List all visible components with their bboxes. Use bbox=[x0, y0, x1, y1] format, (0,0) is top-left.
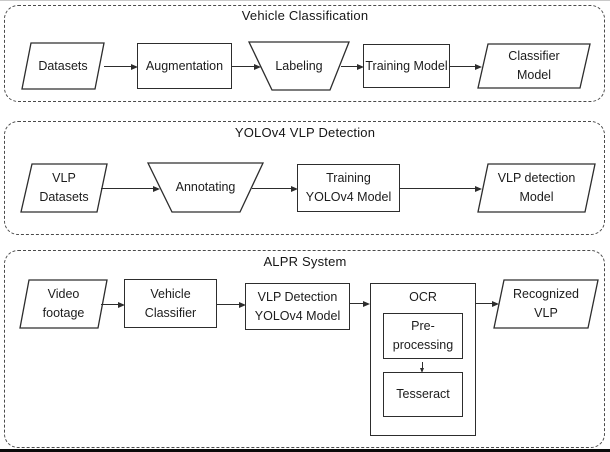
node-label: VLP Detection YOLOv4 Model bbox=[254, 289, 341, 323]
flow-arrow bbox=[101, 301, 125, 308]
node-video-footage: Video footage bbox=[19, 279, 108, 329]
trapezoid-shape bbox=[146, 162, 265, 213]
node-labeling: Labeling bbox=[247, 41, 350, 91]
parallelogram-shape bbox=[21, 42, 105, 90]
node-tesseract: Tesseract bbox=[383, 372, 463, 417]
top-border-line bbox=[0, 0, 610, 1]
parallelogram-shape bbox=[493, 279, 599, 329]
flow-arrow bbox=[232, 63, 261, 70]
flow-arrow bbox=[400, 185, 482, 192]
node-training-model: Training Model bbox=[363, 44, 450, 88]
node-augmentation: Augmentation bbox=[137, 43, 232, 89]
down-arrow bbox=[419, 362, 424, 373]
node-label: Labeling bbox=[275, 58, 323, 73]
flow-arrow bbox=[450, 63, 482, 70]
node-label: Classifier Model bbox=[508, 49, 560, 82]
parallelogram-shape bbox=[477, 163, 596, 213]
ocr-label: OCR bbox=[409, 290, 437, 304]
flow-arrow bbox=[350, 300, 370, 307]
section-vehicle-classification bbox=[4, 5, 605, 102]
flow-arrow bbox=[341, 63, 364, 70]
node-label: Vehicle Classifier bbox=[144, 286, 197, 320]
parallelogram-shape bbox=[19, 279, 108, 329]
node-vlp-detection-yolov4-model: VLP Detection YOLOv4 Model bbox=[245, 283, 350, 330]
parallelogram-shape bbox=[20, 163, 108, 213]
bottom-border-line bbox=[0, 449, 610, 452]
node-label: Annotating bbox=[175, 180, 236, 195]
node-vlp-detection-model: VLP detection Model bbox=[477, 163, 596, 213]
node-vlp-datasets: VLP Datasets bbox=[20, 163, 108, 213]
flow-arrow bbox=[217, 301, 246, 308]
trapezoid-shape bbox=[247, 41, 350, 91]
node-label: Tesseract bbox=[396, 387, 450, 402]
node-label: Video footage bbox=[42, 287, 85, 320]
node-label: VLP detection Model bbox=[497, 171, 576, 204]
node-label: Augmentation bbox=[145, 58, 224, 73]
node-annotating: Annotating bbox=[146, 162, 265, 213]
node-label: Training Model bbox=[365, 58, 448, 73]
section-title-vehicle-classification: Vehicle Classification bbox=[241, 8, 369, 23]
flow-arrow bbox=[476, 300, 499, 307]
section-title-yolov4-vlp-detection: YOLOv4 VLP Detection bbox=[234, 125, 376, 140]
flow-arrow bbox=[101, 185, 160, 192]
node-datasets: Datasets bbox=[21, 42, 105, 90]
flow-arrow bbox=[252, 185, 298, 192]
node-label: Training YOLOv4 Model bbox=[305, 171, 392, 204]
node-classifier-model: Classifier Model bbox=[477, 43, 591, 89]
flow-arrow bbox=[104, 63, 138, 70]
node-recognized-vlp: Recognized VLP bbox=[493, 279, 599, 329]
section-alpr-system bbox=[4, 250, 605, 448]
node-label: VLP Datasets bbox=[39, 171, 89, 204]
node-pre-processing: Pre- processing bbox=[383, 313, 463, 359]
node-vehicle-classifier: Vehicle Classifier bbox=[124, 279, 217, 328]
section-title-alpr-system: ALPR System bbox=[263, 254, 347, 269]
node-label: Recognized VLP bbox=[512, 287, 579, 320]
node-ocr: OCR Pre- processing Tesseract bbox=[370, 283, 476, 436]
parallelogram-shape bbox=[477, 43, 591, 89]
node-label: Pre- processing bbox=[392, 319, 454, 352]
node-training-yolov4-model: Training YOLOv4 Model bbox=[297, 164, 400, 212]
section-yolov4-vlp-detection bbox=[4, 121, 605, 235]
node-label: Datasets bbox=[38, 58, 88, 73]
